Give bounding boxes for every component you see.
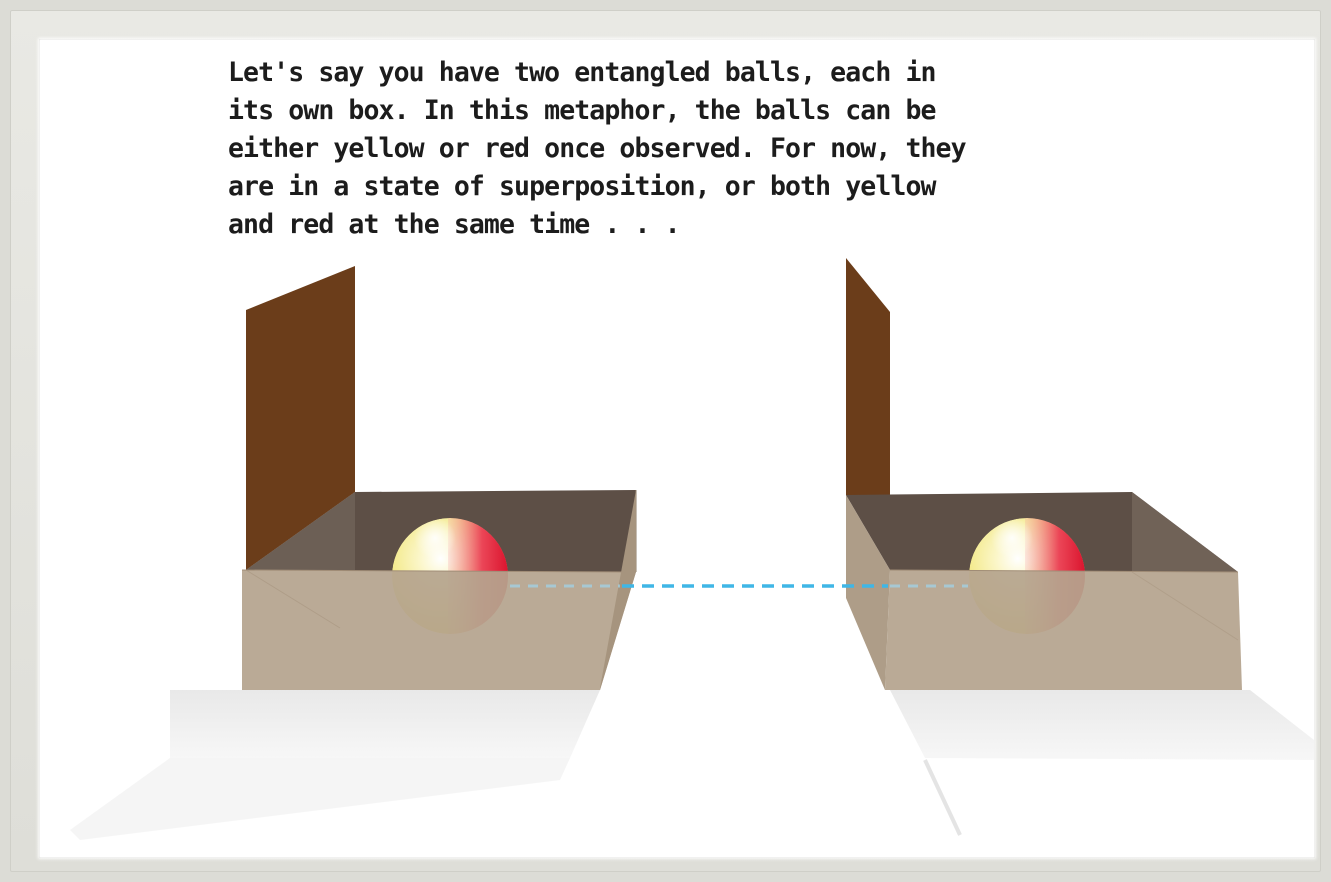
right-box-front-wall: [885, 570, 1242, 690]
left-floor-edge: [70, 758, 570, 840]
right-box-back-right-wall: [1132, 492, 1238, 572]
left-box-front-wall: [242, 570, 636, 690]
right-floor-line: [925, 760, 960, 835]
entangled-balls-scene: [40, 40, 1314, 857]
illustration-panel: Let's say you have two entangled balls, …: [40, 40, 1314, 857]
right-box-shadow: [890, 690, 1314, 760]
left-box-shadow: [170, 690, 600, 758]
